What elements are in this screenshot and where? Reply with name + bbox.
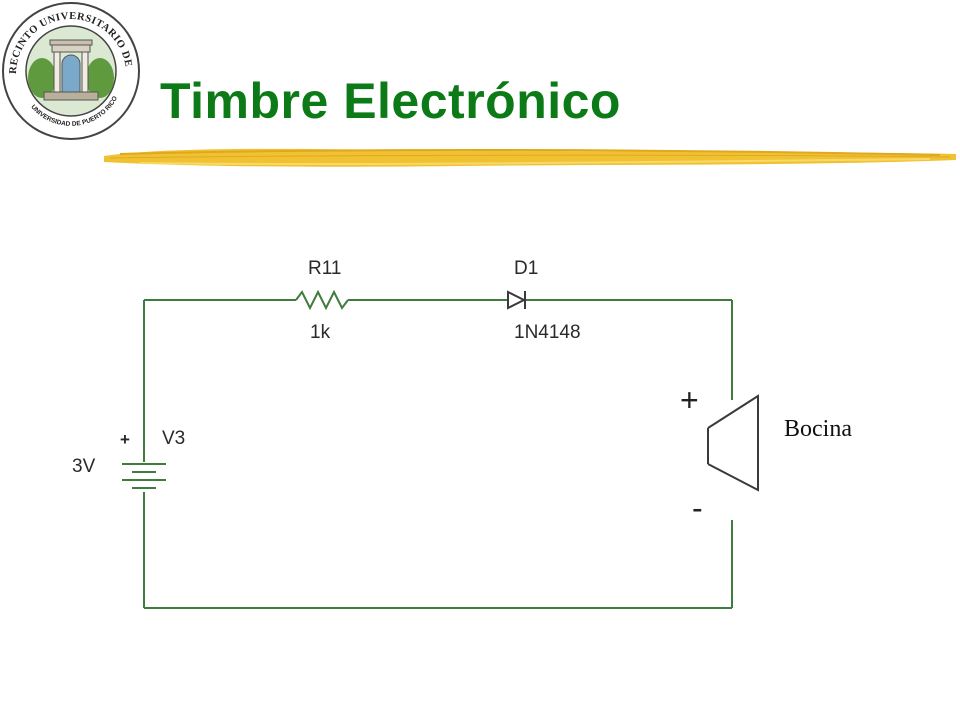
slide-title: Timbre Electrónico bbox=[160, 73, 621, 129]
battery-symbol bbox=[122, 463, 166, 489]
diode-value-label: 1N4148 bbox=[514, 322, 581, 343]
speaker-plus-sign: + bbox=[680, 382, 699, 418]
resistor-symbol bbox=[295, 289, 349, 311]
resistor-value-label: 1k bbox=[310, 322, 331, 343]
title-brush-underline bbox=[104, 148, 956, 167]
resistor-ref-label: R11 bbox=[308, 258, 342, 279]
battery-plus-sign: + bbox=[120, 430, 130, 449]
diode-ref-label: D1 bbox=[514, 258, 539, 279]
speaker-label: Bocina bbox=[784, 416, 852, 442]
speaker-minus-sign: - bbox=[692, 490, 703, 526]
speaker-symbol bbox=[707, 394, 759, 492]
battery-value-label: 3V bbox=[72, 456, 96, 477]
university-seal-icon: RECINTO UNIVERSITARIO DE MAYAGÜEZ UNIVER… bbox=[0, 0, 140, 140]
battery-ref-label: V3 bbox=[162, 428, 186, 449]
diode-symbol bbox=[507, 290, 527, 310]
